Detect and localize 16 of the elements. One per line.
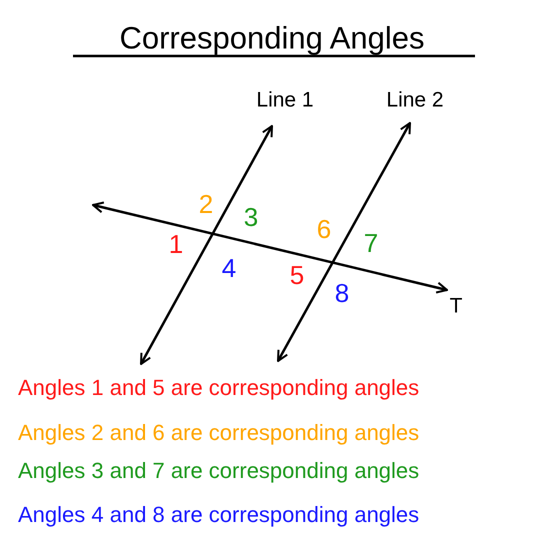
- statement-text: Angles 3 and 7 are corresponding angles: [18, 460, 420, 482]
- line-label: Line 2: [386, 90, 444, 110]
- angle-number: 7: [364, 230, 378, 256]
- angle-number: 5: [290, 262, 304, 288]
- statement-text: Angles 4 and 8 are corresponding angles: [18, 504, 420, 526]
- angle-number: 2: [198, 191, 214, 217]
- angle-number: 1: [168, 231, 184, 257]
- angle-number: 3: [244, 204, 258, 230]
- angle-number: 6: [316, 216, 332, 242]
- statement-text: Angles 2 and 6 are corresponding angles: [18, 422, 420, 444]
- angle-number: 8: [334, 280, 350, 306]
- angle-number: 4: [222, 255, 236, 281]
- diagram-title: Corresponding Angles: [119, 22, 425, 54]
- statement-text: Angles 1 and 5 are corresponding angles: [18, 377, 420, 399]
- line-label: Line 1: [256, 90, 314, 110]
- point-label: T: [450, 296, 462, 316]
